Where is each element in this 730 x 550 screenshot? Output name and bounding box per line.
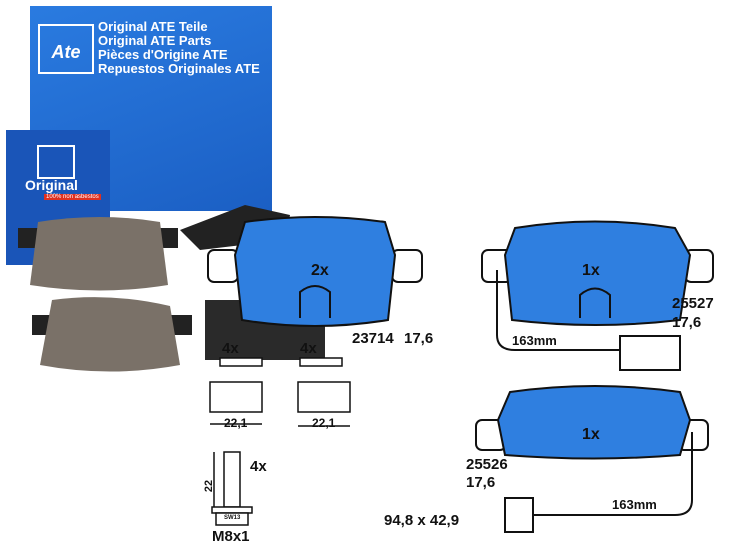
pad-front-thickness: 17,6 [404, 330, 434, 347]
small-ate-logo [37, 145, 75, 179]
small-box-strip: 100% non asbestos [44, 194, 101, 200]
bolt-drawing [211, 451, 253, 526]
pad-rear-bottom-qty: 1x [582, 426, 600, 443]
photo-brake-pad-1 [18, 217, 178, 291]
pad-front-number: 23714 [352, 330, 394, 347]
pad-rear-top-diagram [481, 220, 714, 371]
clip-width-right: 22,1 [312, 416, 336, 430]
pad-dimensions: 94,8 x 42,9 [384, 512, 460, 529]
bolt-qty: 4x [250, 458, 267, 475]
photo-brake-pad-2 [32, 297, 192, 372]
clip-qty-right: 4x [300, 340, 317, 357]
pad-front-diagram [207, 216, 423, 327]
package-text: Original ATE Teile Original ATE Parts Pi… [98, 20, 260, 76]
package-line: Repuestos Originales ATE [98, 61, 260, 76]
pad-rear-top-number: 25527 [672, 295, 714, 312]
bolt-wrench: SW13 [224, 515, 241, 521]
pad-rear-bottom-number: 25526 [466, 456, 508, 473]
pad-front-qty: 2x [311, 262, 329, 279]
package-line: Pièces d'Origine ATE [98, 47, 228, 62]
clip-width-left: 22,1 [224, 416, 248, 430]
pad-rear-top-wire-length: 163mm [512, 333, 557, 348]
bolt-thread: M8x1 [212, 528, 250, 545]
pad-rear-bottom-thickness: 17,6 [466, 474, 496, 491]
small-box-title: Original [25, 177, 78, 193]
clip-qty-left: 4x [222, 340, 239, 357]
clip-right [297, 357, 351, 427]
pad-rear-bottom-diagram [475, 385, 709, 533]
pad-rear-top-thickness: 17,6 [672, 314, 702, 331]
pad-rear-bottom-wire-length: 163mm [612, 497, 657, 512]
bolt-length: 22 [203, 479, 216, 493]
pad-rear-top-qty: 1x [582, 262, 600, 279]
ate-logo: Ate [38, 24, 94, 74]
package-line: Original ATE Teile [98, 19, 208, 34]
clip-left [209, 357, 263, 425]
package-line: Original ATE Parts [98, 33, 212, 48]
